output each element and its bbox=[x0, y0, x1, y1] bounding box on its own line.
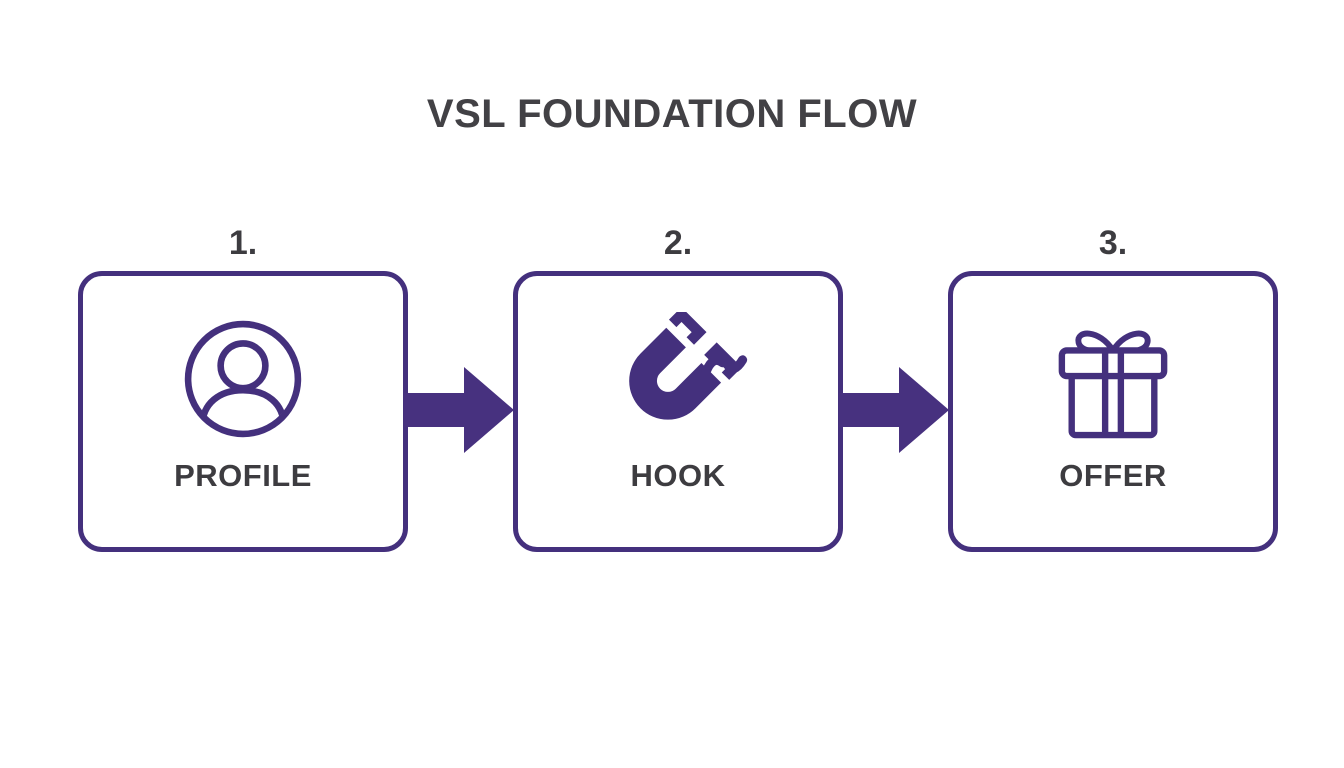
step-number: 3. bbox=[1098, 224, 1128, 262]
gift-icon bbox=[1054, 312, 1172, 446]
flow-arrow-1 bbox=[404, 365, 514, 455]
step-profile: 1. PROFILE bbox=[78, 226, 408, 552]
step-box-offer: OFFER bbox=[948, 271, 1278, 552]
user-profile-icon bbox=[182, 312, 304, 446]
step-label: PROFILE bbox=[174, 458, 312, 493]
flow-arrow-2 bbox=[839, 365, 949, 455]
step-number: 2. bbox=[663, 224, 693, 262]
step-label: HOOK bbox=[630, 458, 726, 493]
magnet-icon bbox=[608, 312, 748, 446]
step-box-hook: HOOK bbox=[513, 271, 843, 552]
step-box-profile: PROFILE bbox=[78, 271, 408, 552]
diagram-title: VSL FOUNDATION FLOW bbox=[426, 92, 918, 136]
step-number: 1. bbox=[228, 224, 258, 262]
step-label: OFFER bbox=[1059, 458, 1167, 493]
step-offer: 3. OFFER bbox=[948, 226, 1278, 552]
step-hook: 2. HOOK bbox=[513, 226, 843, 552]
